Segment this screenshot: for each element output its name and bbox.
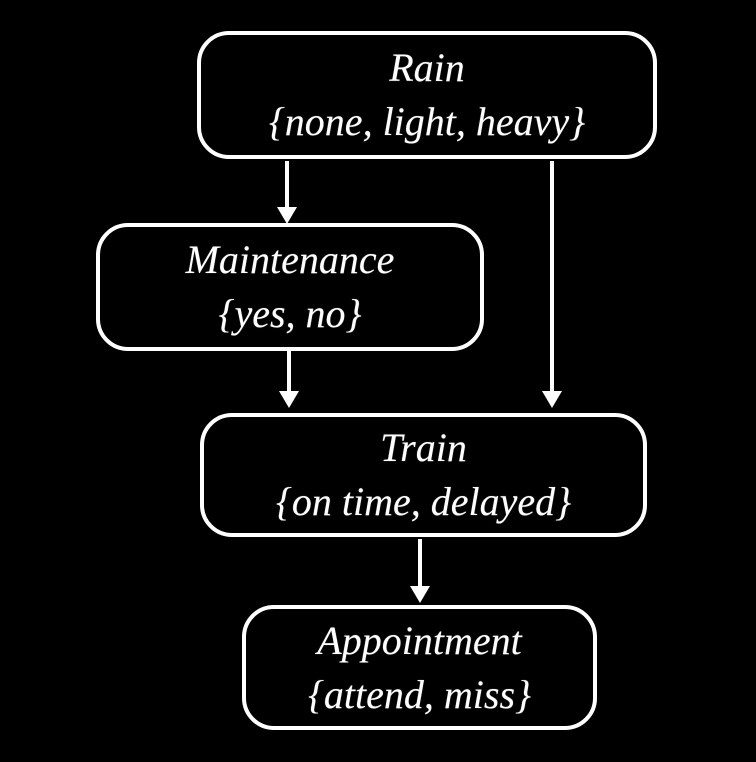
arrow-shaft bbox=[550, 161, 554, 391]
node-appointment: Appointment {attend, miss} bbox=[242, 605, 597, 730]
arrow-shaft bbox=[285, 161, 289, 207]
arrow-down-icon bbox=[279, 391, 299, 408]
node-maintenance-label: Maintenance bbox=[185, 237, 395, 282]
node-train-label: Train bbox=[380, 425, 467, 470]
node-train: Train {on time, delayed} bbox=[200, 413, 647, 537]
node-appointment-label: Appointment bbox=[317, 617, 522, 663]
node-rain-values: {none, light, heavy} bbox=[268, 99, 586, 144]
node-train-values: {on time, delayed} bbox=[275, 479, 572, 524]
node-maintenance: Maintenance {yes, no} bbox=[96, 223, 484, 351]
arrow-down-icon bbox=[277, 207, 297, 224]
node-appointment-values: {attend, miss} bbox=[307, 671, 532, 717]
arrow-shaft bbox=[287, 351, 291, 391]
node-rain-label: Rain bbox=[389, 45, 465, 90]
arrow-down-icon bbox=[542, 391, 562, 408]
arrow-shaft bbox=[418, 539, 422, 586]
node-maintenance-values: {yes, no} bbox=[218, 291, 362, 336]
arrow-down-icon bbox=[410, 586, 430, 603]
node-rain: Rain {none, light, heavy} bbox=[197, 31, 657, 159]
